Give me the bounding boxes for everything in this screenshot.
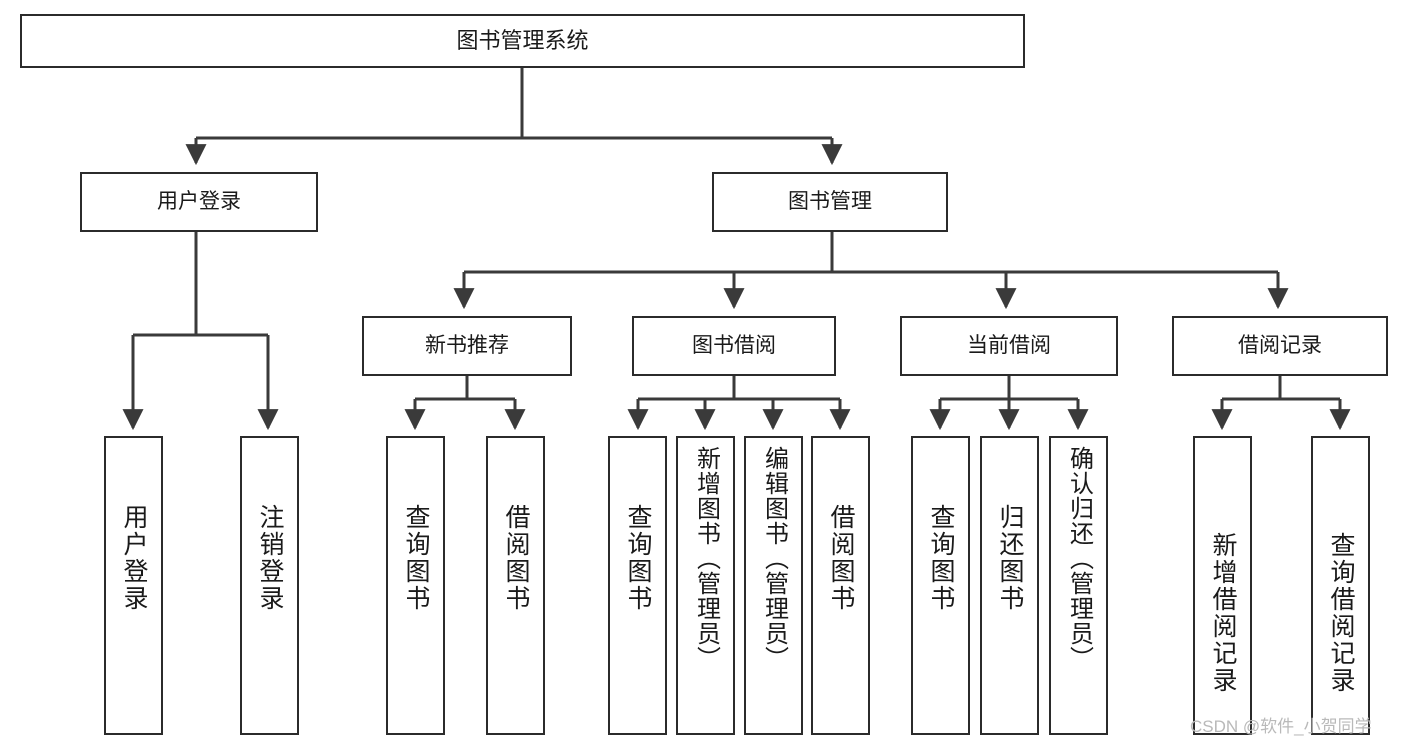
node-label: 图书管理 (788, 189, 872, 213)
node-label: 当前借阅 (967, 333, 1051, 357)
leaf-confirm-return-admin[interactable]: 确认归还（管理员） (1049, 436, 1108, 735)
node-label: 借阅记录 (1238, 333, 1322, 357)
node-label: 查询图书 (402, 504, 430, 612)
leaf-return-book[interactable]: 归还图书 (980, 436, 1039, 735)
node-label: 确认归还（管理员） (1065, 446, 1093, 671)
node-label: 用户登录 (157, 189, 241, 213)
node-root-book-management-system[interactable]: 图书管理系统 (20, 14, 1025, 68)
node-label: 图书管理系统 (456, 28, 589, 54)
node-label: 图书借阅 (692, 333, 776, 357)
leaf-user-login[interactable]: 用户登录 (104, 436, 163, 735)
leaf-borrow-book-2[interactable]: 借阅图书 (811, 436, 870, 735)
csdn-watermark: CSDN @软件_小贺同学 (1190, 717, 1372, 736)
node-label: 新书推荐 (425, 333, 509, 357)
leaf-add-book-admin[interactable]: 新增图书（管理员） (676, 436, 735, 735)
node-label: 借阅图书 (827, 504, 855, 612)
node-label: 注销登录 (256, 504, 284, 612)
node-label: 查询借阅记录 (1327, 532, 1355, 694)
node-label: 新增借阅记录 (1209, 532, 1237, 694)
node-label: 编辑图书（管理员） (760, 446, 788, 671)
node-label: 归还图书 (996, 504, 1024, 612)
leaf-query-borrow-record[interactable]: 查询借阅记录 (1311, 436, 1370, 735)
node-book-borrowing[interactable]: 图书借阅 (632, 316, 836, 376)
node-current-borrowing[interactable]: 当前借阅 (900, 316, 1118, 376)
leaf-query-book-1[interactable]: 查询图书 (386, 436, 445, 735)
node-label: 查询图书 (927, 504, 955, 612)
node-label: 查询图书 (624, 504, 652, 612)
node-label: 用户登录 (120, 504, 148, 612)
leaf-query-book-2[interactable]: 查询图书 (608, 436, 667, 735)
leaf-add-borrow-record[interactable]: 新增借阅记录 (1193, 436, 1252, 735)
node-borrowing-records[interactable]: 借阅记录 (1172, 316, 1388, 376)
node-label: 借阅图书 (502, 504, 530, 612)
leaf-query-book-3[interactable]: 查询图书 (911, 436, 970, 735)
leaf-logout[interactable]: 注销登录 (240, 436, 299, 735)
node-user-login[interactable]: 用户登录 (80, 172, 318, 232)
leaf-borrow-book-1[interactable]: 借阅图书 (486, 436, 545, 735)
node-new-book-recommendation[interactable]: 新书推荐 (362, 316, 572, 376)
leaf-edit-book-admin[interactable]: 编辑图书（管理员） (744, 436, 803, 735)
node-label: 新增图书（管理员） (692, 446, 720, 671)
node-book-management[interactable]: 图书管理 (712, 172, 948, 232)
